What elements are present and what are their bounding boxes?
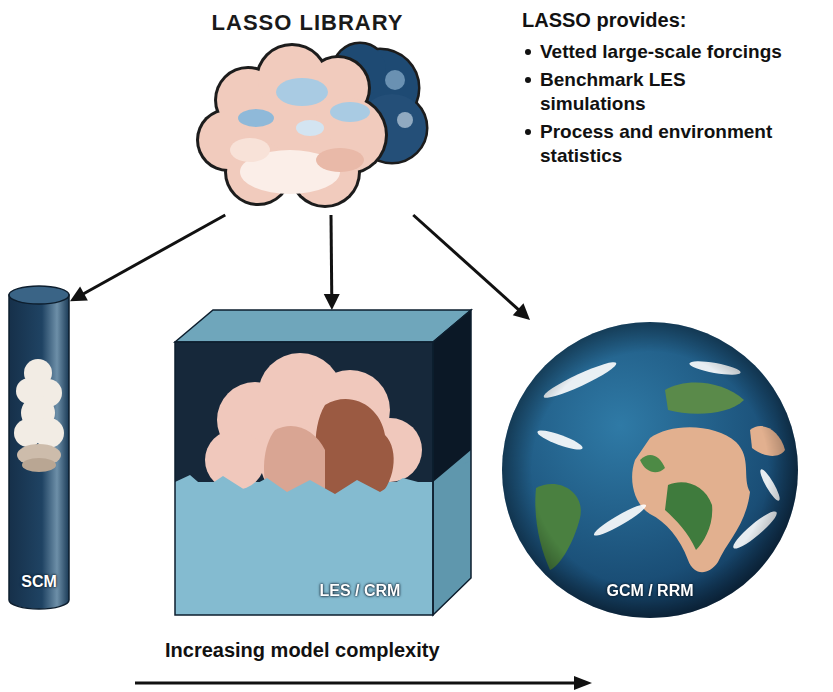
connector-arrow (324, 215, 340, 310)
bullet-item: Vetted large-scale forcings (540, 40, 785, 64)
illustration-part (196, 43, 388, 208)
illustration-part (175, 342, 433, 615)
bullet-item: Process and environment statistics (540, 120, 785, 168)
illustration-part (330, 102, 370, 122)
scm-column-shape (8, 285, 70, 610)
bullet-dot (525, 129, 531, 135)
illustration-part (433, 310, 471, 482)
model-label: LES / CRM (295, 582, 425, 600)
connector-line (413, 215, 519, 311)
illustration-part (311, 98, 385, 172)
illustration-part (385, 70, 405, 90)
scm-column: SCM (8, 285, 70, 610)
illustration-part (433, 460, 471, 615)
connector-arrow (413, 215, 530, 320)
illustration-part (199, 46, 385, 205)
les-cube: LES / CRM (175, 310, 471, 615)
illustration-part (433, 310, 471, 615)
arrowhead (324, 294, 340, 310)
illustration-part (502, 322, 798, 618)
illustration-part (238, 109, 274, 127)
connector-line (82, 215, 225, 294)
arrowhead (70, 286, 88, 301)
bullet-item: Benchmark LES simulations (540, 68, 785, 116)
connector-arrow (70, 215, 225, 301)
illustration-part (9, 295, 69, 609)
illustration-part (276, 78, 328, 106)
gcm-globe: GCM / RRM (500, 320, 800, 620)
model-label: GCM / RRM (590, 582, 710, 600)
illustration-part (9, 286, 69, 304)
illustration-part (14, 359, 64, 448)
library-cloud: LASSO LIBRARY (190, 0, 425, 215)
illustration-part (22, 458, 56, 472)
les-cube-shape (175, 310, 471, 615)
illustration-part (205, 430, 265, 490)
illustration-part (316, 148, 364, 172)
illustration-part (175, 475, 433, 615)
axis-arrowhead (574, 676, 592, 690)
connector-line (330, 215, 334, 296)
list-heading: LASSO provides: (522, 8, 822, 32)
illustration-part (230, 138, 270, 162)
illustration-part (397, 112, 413, 128)
illustration-part (296, 120, 324, 136)
illustration-part (502, 322, 798, 618)
illustration-part (433, 310, 471, 615)
bullet-dot (525, 49, 531, 55)
arrowhead (513, 303, 530, 320)
cloud-title: LASSO LIBRARY (190, 10, 425, 36)
model-label: SCM (8, 573, 70, 591)
illustration-part (175, 342, 433, 615)
bullet-dot (525, 77, 531, 83)
axis-line (135, 682, 578, 685)
axis-label: Increasing model complexity (165, 638, 585, 662)
illustration-part (34, 418, 64, 448)
gcm-globe-shape (500, 320, 800, 620)
illustration-part (175, 310, 471, 342)
